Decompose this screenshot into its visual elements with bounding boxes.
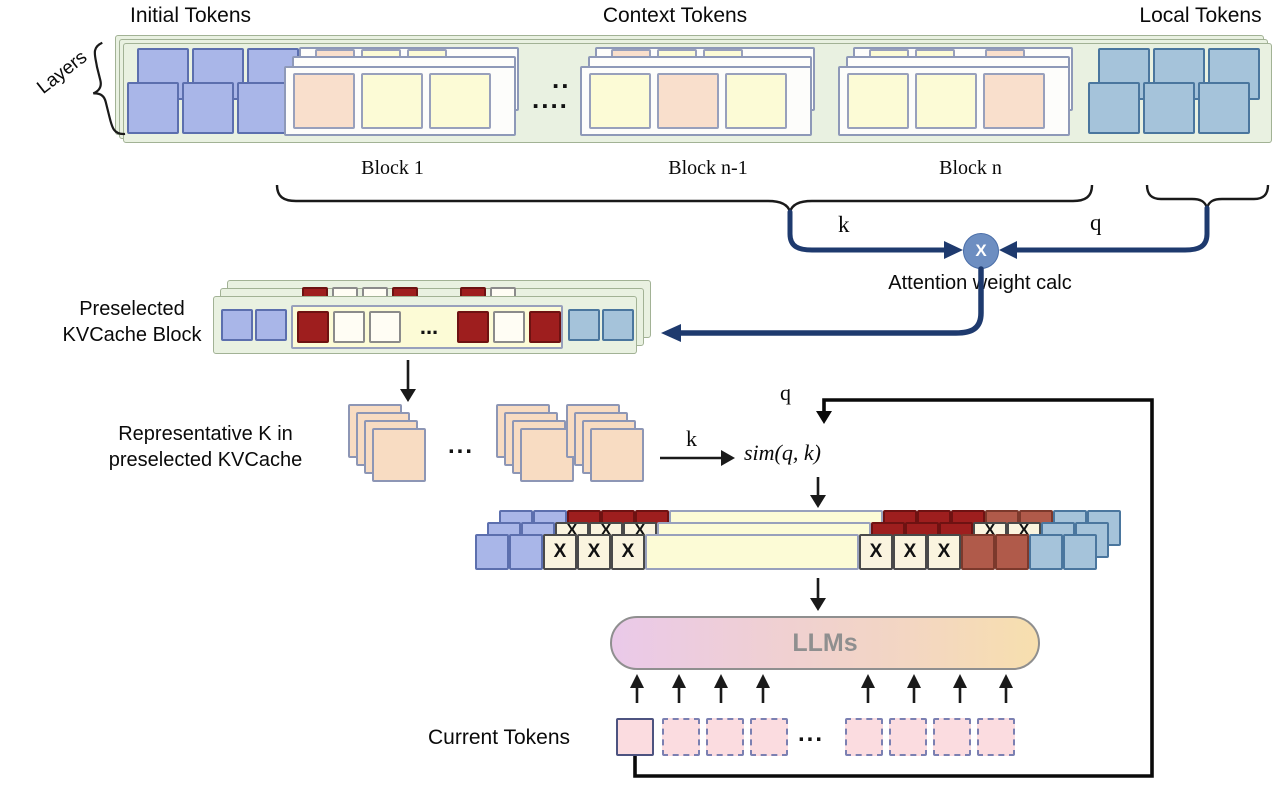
token-up-arrows [635,686,1008,703]
preselected-initial-square [255,309,287,341]
current-token-square [845,718,883,756]
q-arrow [1014,205,1210,253]
evicted-square [529,311,561,343]
label-representative-line2: preselected KVCache [108,449,303,471]
feedback-loop-arrowhead [816,411,832,424]
local-brace [1145,184,1270,213]
label-initial-tokens: Initial Tokens [129,4,252,27]
bar-x-square: X [927,534,961,570]
current-token-square [889,718,927,756]
bar-x-square: X [577,534,611,570]
current-token-square [662,718,700,756]
bar-x-square: X [893,534,927,570]
representative-ellipsis: ... [448,432,475,459]
llm-pill: LLMs [610,616,1040,670]
initial-token-square [237,82,289,134]
representative-k-square [590,428,644,482]
label-attention-weight-calc: Attention weight calc [888,272,1072,294]
label-context-tokens: Context Tokens [602,4,748,27]
kept-square [493,311,525,343]
representative-k-square [372,428,426,482]
current-tokens-ellipsis: ... [798,720,825,747]
preselected-strip: ... [291,305,563,349]
label-block-n-1: Block n-1 [668,157,748,179]
current-token-square [750,718,788,756]
bar-brick-square [995,534,1029,570]
kv-bar-row-front: X X X X X X [475,534,1097,570]
label-representative-line1: Representative K in [118,423,293,445]
label-k-top: k [838,212,850,237]
current-token-square [933,718,971,756]
context-token-square [847,73,909,129]
evicted-square [457,311,489,343]
bar-context-span [645,534,859,570]
q-arrowhead [999,241,1017,259]
initial-token-square [127,82,179,134]
band-ellipsis-upper: .. [552,64,571,94]
initial-token-square [182,82,234,134]
bar-local-square [1029,534,1063,570]
current-token-square [706,718,744,756]
local-token-square [1143,82,1195,134]
context-token-square [915,73,977,129]
label-block-1: Block 1 [361,157,424,179]
attention-out-arrowhead [661,324,681,342]
context-token-square [589,73,651,129]
context-token-square [429,73,491,129]
label-q-mid: q [780,380,791,405]
bar-x-square: X [859,534,893,570]
current-token-square [977,718,1015,756]
token-up-arrowheads [630,674,1013,688]
multiply-symbol: X [975,241,987,260]
preselected-local-square [602,309,634,341]
label-local-tokens: Local Tokens [1139,4,1262,27]
context-brace [275,184,1094,213]
context-token-square [725,73,787,129]
llm-label: LLMs [792,628,858,657]
label-block-n: Block n [939,157,1002,179]
label-current-tokens: Current Tokens [428,726,571,749]
preselected-local-square [568,309,600,341]
bar-brick-square [961,534,995,570]
label-k-mid: k [686,426,697,451]
preselected-initial-square [221,309,253,341]
label-q-top: q [1090,210,1102,235]
kept-square [333,311,365,343]
k-arrowhead [944,241,963,259]
k-horizontal-arrowhead [721,450,735,466]
local-token-square [1088,82,1140,134]
context-token-square [361,73,423,129]
bar-initial-square [475,534,509,570]
context-token-square [293,73,355,129]
label-preselected-line2: KVCache Block [62,324,202,346]
kept-square [369,311,401,343]
k-arrow [787,209,947,253]
label-sim-formula: sim(q, k) [744,440,821,465]
bar-local-square [1063,534,1097,570]
bar-down-arrowhead [810,598,826,611]
preselected-ellipsis: ... [419,314,439,339]
multiply-node: X [963,233,999,269]
sim-down-arrowhead [810,495,826,508]
bar-x-square: X [543,534,577,570]
preselected-down-arrowhead [400,389,416,402]
bar-x-square: X [611,534,645,570]
context-token-square [657,73,719,129]
label-preselected-line1: Preselected [79,298,185,320]
label-layers: Layers [33,46,92,99]
context-token-square [983,73,1045,129]
local-token-square [1198,82,1250,134]
current-token-square [616,718,654,756]
evicted-square [297,311,329,343]
band-ellipsis-lower: .... [532,84,569,114]
bar-initial-square [509,534,543,570]
